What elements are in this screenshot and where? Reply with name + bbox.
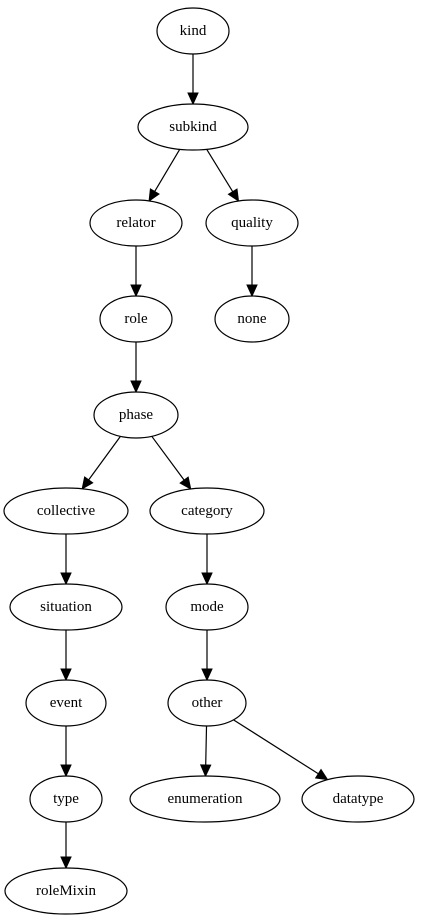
edge-event-to-type	[60, 726, 72, 778]
arrowhead	[246, 284, 258, 298]
arrowhead	[179, 476, 192, 490]
nodes-layer: kind subkind relator quality role none phase co…	[3, 7, 415, 915]
node-ellipse	[9, 583, 123, 631]
node-label: subkind	[169, 119, 217, 135]
node-label: category	[181, 503, 233, 519]
node-ellipse	[93, 391, 179, 439]
edge-subkind-to-relator	[148, 149, 181, 202]
node-collective: collective	[3, 487, 129, 535]
node-ellipse	[301, 775, 415, 823]
edge-role-to-phase	[130, 342, 142, 394]
node-kind: kind	[156, 7, 230, 55]
node-ellipse	[156, 7, 230, 55]
arrowhead	[130, 380, 142, 394]
edge-phase-to-category	[151, 435, 192, 490]
edge-type-to-roleMixin	[60, 822, 72, 870]
node-label: collective	[37, 503, 96, 519]
arrowhead	[227, 188, 240, 203]
node-ellipse	[4, 867, 128, 915]
node-ellipse	[29, 775, 103, 823]
node-ellipse	[205, 199, 299, 247]
node-label: datatype	[333, 791, 384, 807]
edge-kind-to-subkind	[187, 54, 199, 106]
node-type: type	[29, 775, 103, 823]
node-mode: mode	[165, 583, 249, 631]
node-event: event	[25, 679, 107, 727]
node-ellipse	[165, 583, 249, 631]
arrowhead	[148, 188, 160, 202]
edge-relator-to-role	[130, 246, 142, 298]
node-label: role	[124, 311, 148, 327]
edge-line	[88, 436, 121, 481]
arrowhead	[314, 768, 329, 781]
node-ellipse	[3, 487, 129, 535]
node-category: category	[149, 487, 265, 535]
arrowhead	[60, 572, 72, 586]
edge-collective-to-situation	[60, 534, 72, 586]
edge-line	[205, 725, 208, 766]
node-quality: quality	[205, 199, 299, 247]
edge-other-to-datatype	[233, 719, 329, 781]
node-ellipse	[25, 679, 107, 727]
edge-line	[233, 719, 319, 775]
node-none: none	[214, 295, 290, 343]
node-label: enumeration	[168, 791, 243, 807]
edges-layer	[60, 54, 329, 870]
node-role: role	[99, 295, 173, 343]
node-label: none	[237, 311, 267, 327]
arrowhead	[199, 764, 212, 778]
node-enumeration: enumeration	[129, 775, 281, 823]
node-ellipse	[214, 295, 290, 343]
arrowhead	[201, 668, 213, 682]
node-ellipse	[167, 679, 247, 727]
node-ellipse	[89, 199, 183, 247]
arrowhead	[130, 284, 142, 298]
arrowhead	[201, 572, 213, 586]
node-label: phase	[119, 407, 153, 423]
edge-phase-to-collective	[81, 436, 121, 490]
edge-line	[154, 149, 181, 192]
node-label: other	[192, 695, 223, 711]
arrowhead	[81, 476, 94, 490]
node-subkind: subkind	[137, 103, 249, 151]
node-ellipse	[137, 103, 249, 151]
node-datatype: datatype	[301, 775, 415, 823]
node-label: event	[50, 695, 83, 711]
node-ellipse	[149, 487, 265, 535]
edge-line	[206, 148, 234, 192]
node-ellipse	[99, 295, 173, 343]
edge-situation-to-event	[60, 630, 72, 682]
node-label: mode	[190, 599, 224, 615]
edge-category-to-mode	[201, 534, 213, 586]
edge-line	[151, 435, 185, 481]
node-label: type	[53, 791, 79, 807]
edge-quality-to-none	[246, 246, 258, 298]
node-roleMixin: roleMixin	[4, 867, 128, 915]
node-other: other	[167, 679, 247, 727]
arrowhead	[60, 856, 72, 870]
arrowhead	[60, 764, 72, 778]
node-label: quality	[231, 215, 273, 231]
arrowhead	[60, 668, 72, 682]
node-label: roleMixin	[36, 883, 96, 899]
node-phase: phase	[93, 391, 179, 439]
node-ellipse	[129, 775, 281, 823]
arrowhead	[187, 92, 199, 106]
node-label: kind	[180, 23, 207, 39]
node-relator: relator	[89, 199, 183, 247]
edge-mode-to-other	[201, 630, 213, 682]
node-label: situation	[40, 599, 92, 615]
node-situation: situation	[9, 583, 123, 631]
edge-other-to-enumeration	[199, 725, 212, 778]
edge-subkind-to-quality	[206, 148, 240, 203]
node-label: relator	[116, 215, 155, 231]
